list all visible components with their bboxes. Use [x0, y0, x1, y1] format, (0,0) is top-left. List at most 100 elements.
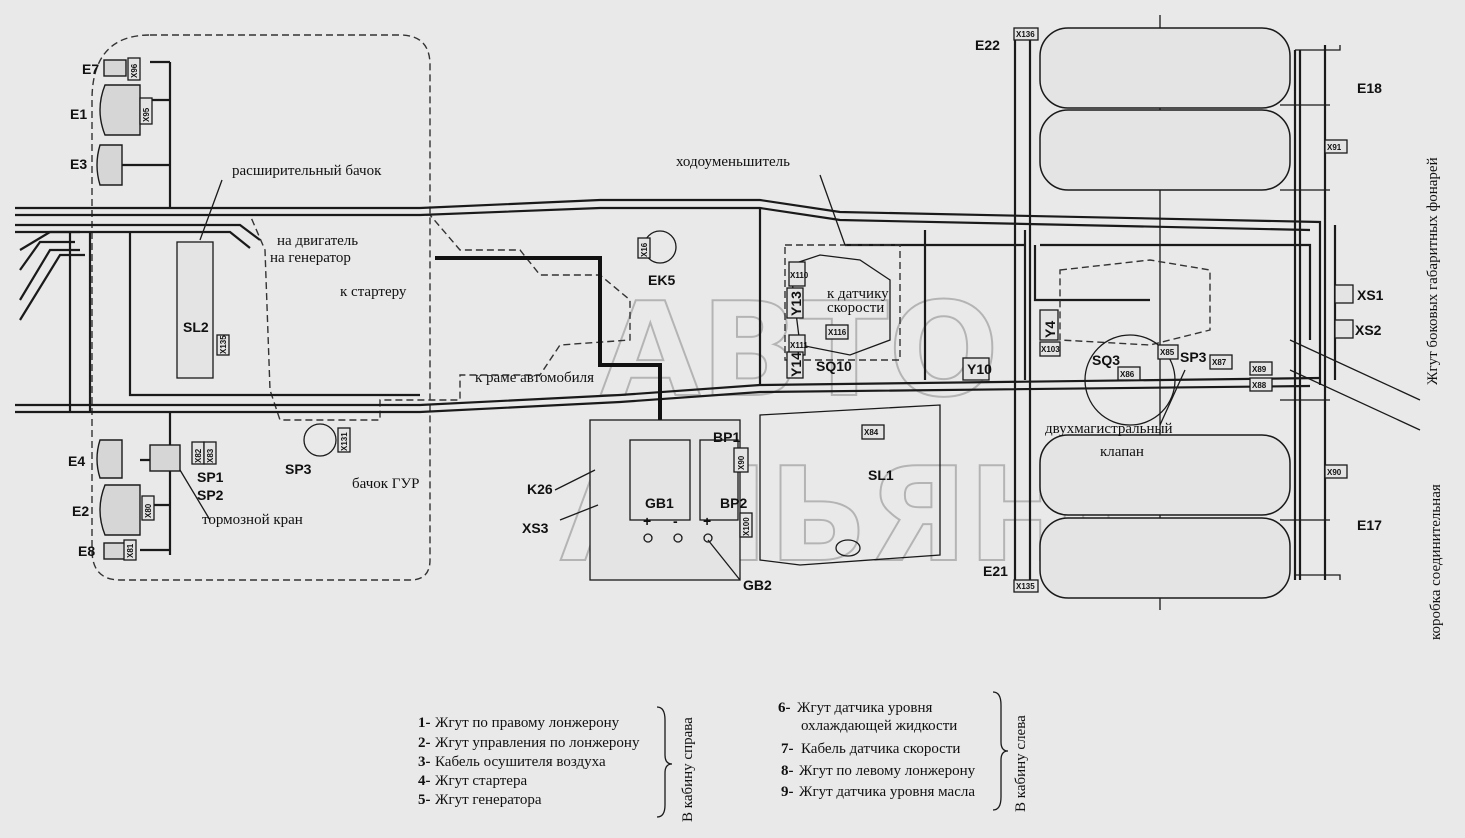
connector-x83: X83: [206, 448, 215, 463]
note-to-frame: к раме автомобиля: [475, 370, 594, 386]
rear-tires: [1039, 27, 1291, 599]
label-e7: E7: [82, 61, 99, 77]
terminal-minus: -: [673, 513, 678, 529]
label-bp2: BP2: [720, 495, 747, 511]
legend-num-1: 1-: [418, 715, 431, 731]
legend-num-4: 4-: [418, 773, 431, 789]
front-lamps: [96, 59, 141, 560]
connector-x136: X136: [1016, 30, 1035, 39]
legend-text-4: Жгут стартера: [435, 773, 527, 789]
legend-left-group-label: В кабину слева: [1013, 715, 1029, 812]
legend-left-cab: 6- Жгут датчика уровня охлаждающей жидко…: [778, 691, 1029, 812]
note-to-engine: на двигатель: [277, 233, 358, 249]
terminal-plus-2: +: [703, 513, 711, 529]
connector-x135-rear: X135: [1016, 582, 1035, 591]
label-e21: E21: [983, 563, 1008, 579]
label-e22: E22: [975, 37, 1000, 53]
k26-leader: [554, 469, 596, 491]
legend: 1- Жгут по правому лонжерону 2- Жгут упр…: [418, 691, 1029, 822]
label-e2: E2: [72, 503, 89, 519]
expansion-tank-leader: [199, 179, 223, 241]
label-sl1: SL1: [868, 467, 894, 483]
connector-x88: X88: [1252, 381, 1267, 390]
engine-outline: [248, 214, 631, 421]
label-bp1: BP1: [713, 429, 740, 445]
tank-cap: [835, 539, 861, 557]
xs3-leader: [559, 504, 599, 521]
sl2-tank: [176, 241, 214, 379]
note-to-starter: к стартеру: [340, 284, 407, 300]
connector-x86: X86: [1120, 370, 1135, 379]
legend-num-8: 8-: [781, 763, 794, 779]
legend-text-8: Жгут по левому лонжерону: [799, 763, 976, 779]
connector-x89: X89: [1252, 365, 1267, 374]
label-k26: K26: [527, 481, 553, 497]
legend-num-3: 3-: [418, 754, 431, 770]
e7-lamp: [103, 59, 127, 77]
sp1-sp2-sensor: [149, 444, 181, 472]
note-range-reducer: ходоуменьшитель: [676, 154, 790, 170]
tire-right-rear: [1039, 517, 1291, 599]
e4-lamp: [96, 439, 123, 479]
note-to-speed-sensor-2: скорости: [827, 300, 884, 316]
label-gb2: GB2: [743, 577, 772, 593]
legend-num-2: 2-: [418, 735, 431, 751]
tire-left-rear: [1039, 109, 1291, 191]
connector-x90: X90: [737, 455, 746, 470]
legend-right-cab: 1- Жгут по правому лонжерону 2- Жгут упр…: [418, 706, 696, 822]
connector-x96: X96: [130, 63, 139, 78]
connector-x16: X16: [640, 242, 649, 257]
terminal-plus-1: +: [643, 513, 651, 529]
legend-left-brace: [992, 691, 1009, 811]
label-sp3-front: SP3: [285, 461, 312, 477]
label-e4: E4: [68, 453, 85, 469]
label-e1: E1: [70, 106, 87, 122]
connector-x81: X81: [126, 543, 135, 558]
note-power-steering-tank: бачок ГУР: [352, 476, 419, 492]
legend-text-3: Кабель осушителя воздуха: [435, 754, 606, 770]
label-sq3: SQ3: [1092, 352, 1120, 368]
connector-x90-rear: X90: [1327, 468, 1342, 477]
connector-x103: X103: [1041, 345, 1060, 354]
brake-valve-leader: [179, 469, 211, 521]
note-side-lamps-harness: Жгут боковых габаритных фонарей: [1425, 157, 1441, 385]
note-junction-box: коробка соединительная: [1428, 484, 1444, 640]
front-lamp-harness: [120, 60, 172, 555]
legend-text-1: Жгут по правому лонжерону: [435, 715, 620, 731]
legend-text-9: Жгут датчика уровня масла: [799, 784, 975, 800]
note-dual-valve-1: двухмагистральный: [1045, 421, 1173, 437]
connector-boxes: [123, 27, 1354, 593]
connector-x87: X87: [1212, 358, 1227, 367]
label-e8: E8: [78, 543, 95, 559]
label-e17: E17: [1357, 517, 1382, 533]
rear-frame: [1013, 15, 1341, 610]
rear-axle: [1059, 259, 1211, 346]
legend-num-7: 7-: [781, 741, 794, 757]
main-harness: [15, 198, 1337, 414]
connector-x82: X82: [194, 448, 203, 463]
connector-x116: X116: [828, 328, 847, 337]
annotations: расширительный бачок на двигатель на ген…: [202, 154, 1444, 640]
legend-text-6b: охлаждающей жидкости: [801, 718, 957, 734]
note-expansion-tank: расширительный бачок: [232, 163, 382, 179]
gb2-battery: [699, 439, 739, 521]
connector-x95: X95: [142, 107, 151, 122]
axle-circle: [1084, 334, 1176, 426]
tire-right-front: [1039, 434, 1291, 516]
connector-x135: X135: [219, 335, 228, 354]
label-xs2: XS2: [1355, 322, 1382, 338]
label-xs3: XS3: [522, 520, 549, 536]
label-ek5: EK5: [648, 272, 675, 288]
note-to-generator: на генератор: [270, 250, 351, 266]
e8-lamp: [103, 542, 127, 560]
legend-num-9: 9-: [781, 784, 794, 800]
connector-x80: X80: [144, 503, 153, 518]
label-y4: Y4: [1042, 321, 1058, 338]
label-y10: Y10: [967, 361, 992, 377]
label-sp3-rear: SP3: [1180, 349, 1207, 365]
label-sl2: SL2: [183, 319, 209, 335]
battery-box: + - +: [589, 419, 741, 581]
label-y14: Y14: [788, 352, 804, 377]
legend-text-6: Жгут датчика уровня: [797, 700, 933, 716]
